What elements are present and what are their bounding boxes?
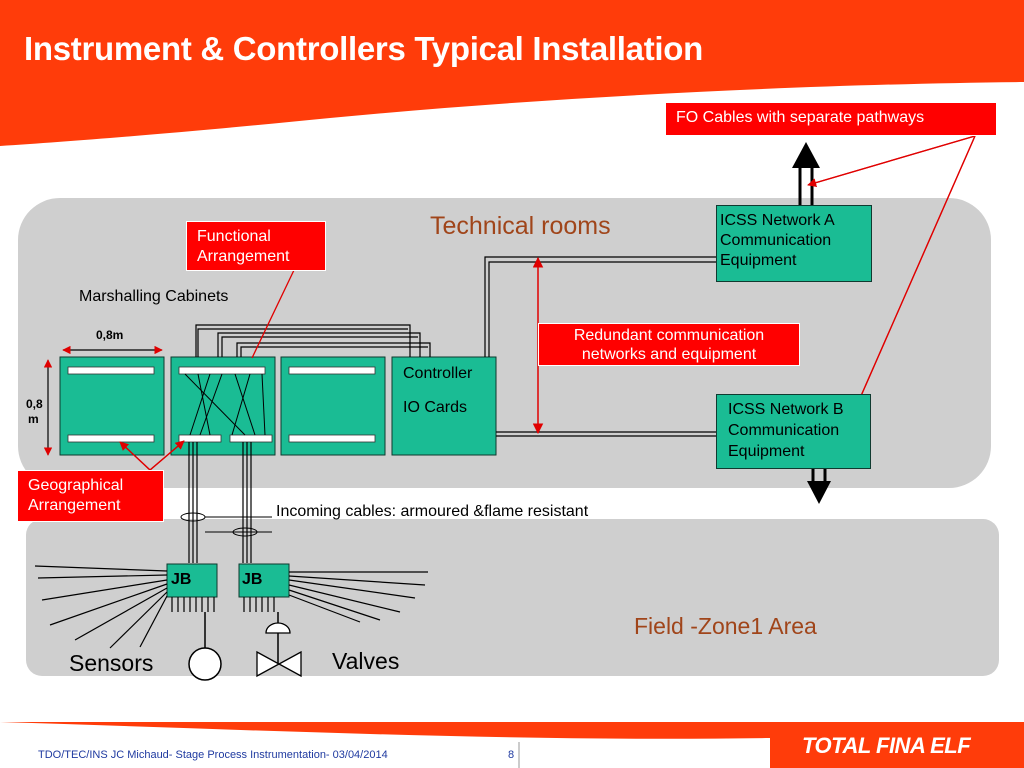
incoming-cables-label: Incoming cables: armoured &flame resista… xyxy=(276,503,589,520)
technical-rooms-label: Technical rooms xyxy=(430,212,611,240)
functional-line1: Functional xyxy=(197,228,271,245)
io-cards-label: IO Cards xyxy=(403,399,468,416)
functional-arrangement-callout: Functional Arrangement xyxy=(186,221,326,271)
sensors-label: Sensors xyxy=(69,650,154,676)
footer-text: TDO/TEC/INS JC Michaud- Stage Process In… xyxy=(38,749,388,761)
fo-cable-down xyxy=(807,468,831,504)
fo-cables-callout: FO Cables with separate pathways xyxy=(665,102,997,136)
redundant-networks-callout: Redundant communication networks and equ… xyxy=(538,323,800,366)
redundant-line2: networks and equipment xyxy=(581,346,757,363)
network-a-line3: Equipment xyxy=(720,252,797,269)
sensor-icon xyxy=(188,647,222,681)
arrow-up-icon xyxy=(792,142,820,168)
redundant-line1: Redundant communication xyxy=(573,327,765,344)
jb-right-label: JB xyxy=(242,571,263,588)
valves-label: Valves xyxy=(332,648,400,674)
header-band xyxy=(0,0,1024,146)
fo-cable-up xyxy=(792,142,820,205)
fo-cables-text: FO Cables with separate pathways xyxy=(676,109,925,126)
icss-network-b: ICSS Network B Communication Equipment xyxy=(716,394,871,469)
company-logo: TOTAL FINA ELF xyxy=(802,733,971,758)
page-number: 8 xyxy=(508,749,515,761)
field-zone-label: Field -Zone1 Area xyxy=(634,613,817,639)
page-title: Instrument & Controllers Typical Install… xyxy=(24,30,703,67)
functional-line2: Arrangement xyxy=(197,248,290,265)
network-a-line2: Communication xyxy=(720,232,832,249)
arrow-down-icon xyxy=(807,481,831,504)
geographical-arrangement-callout: Geographical Arrangement xyxy=(17,470,164,522)
geographical-line1: Geographical xyxy=(28,477,124,494)
controller-label: Controller xyxy=(403,365,473,382)
network-b-line2: Communication xyxy=(728,422,840,439)
cabinet-height-label-line1: 0,8 xyxy=(26,397,43,411)
jb-left-label: JB xyxy=(171,571,192,588)
network-b-line3: Equipment xyxy=(728,443,805,460)
valve-icon xyxy=(256,650,302,678)
cabinet-height-label-line2: m xyxy=(28,412,39,426)
cabinet-width-label: 0,8m xyxy=(96,328,124,342)
network-a-line1: ICSS Network A xyxy=(720,212,835,229)
marshalling-cabinets-label: Marshalling Cabinets xyxy=(79,288,229,305)
icss-network-a: ICSS Network A Communication Equipment xyxy=(716,205,872,282)
geographical-line2: Arrangement xyxy=(28,497,121,514)
network-b-line1: ICSS Network B xyxy=(728,401,844,418)
